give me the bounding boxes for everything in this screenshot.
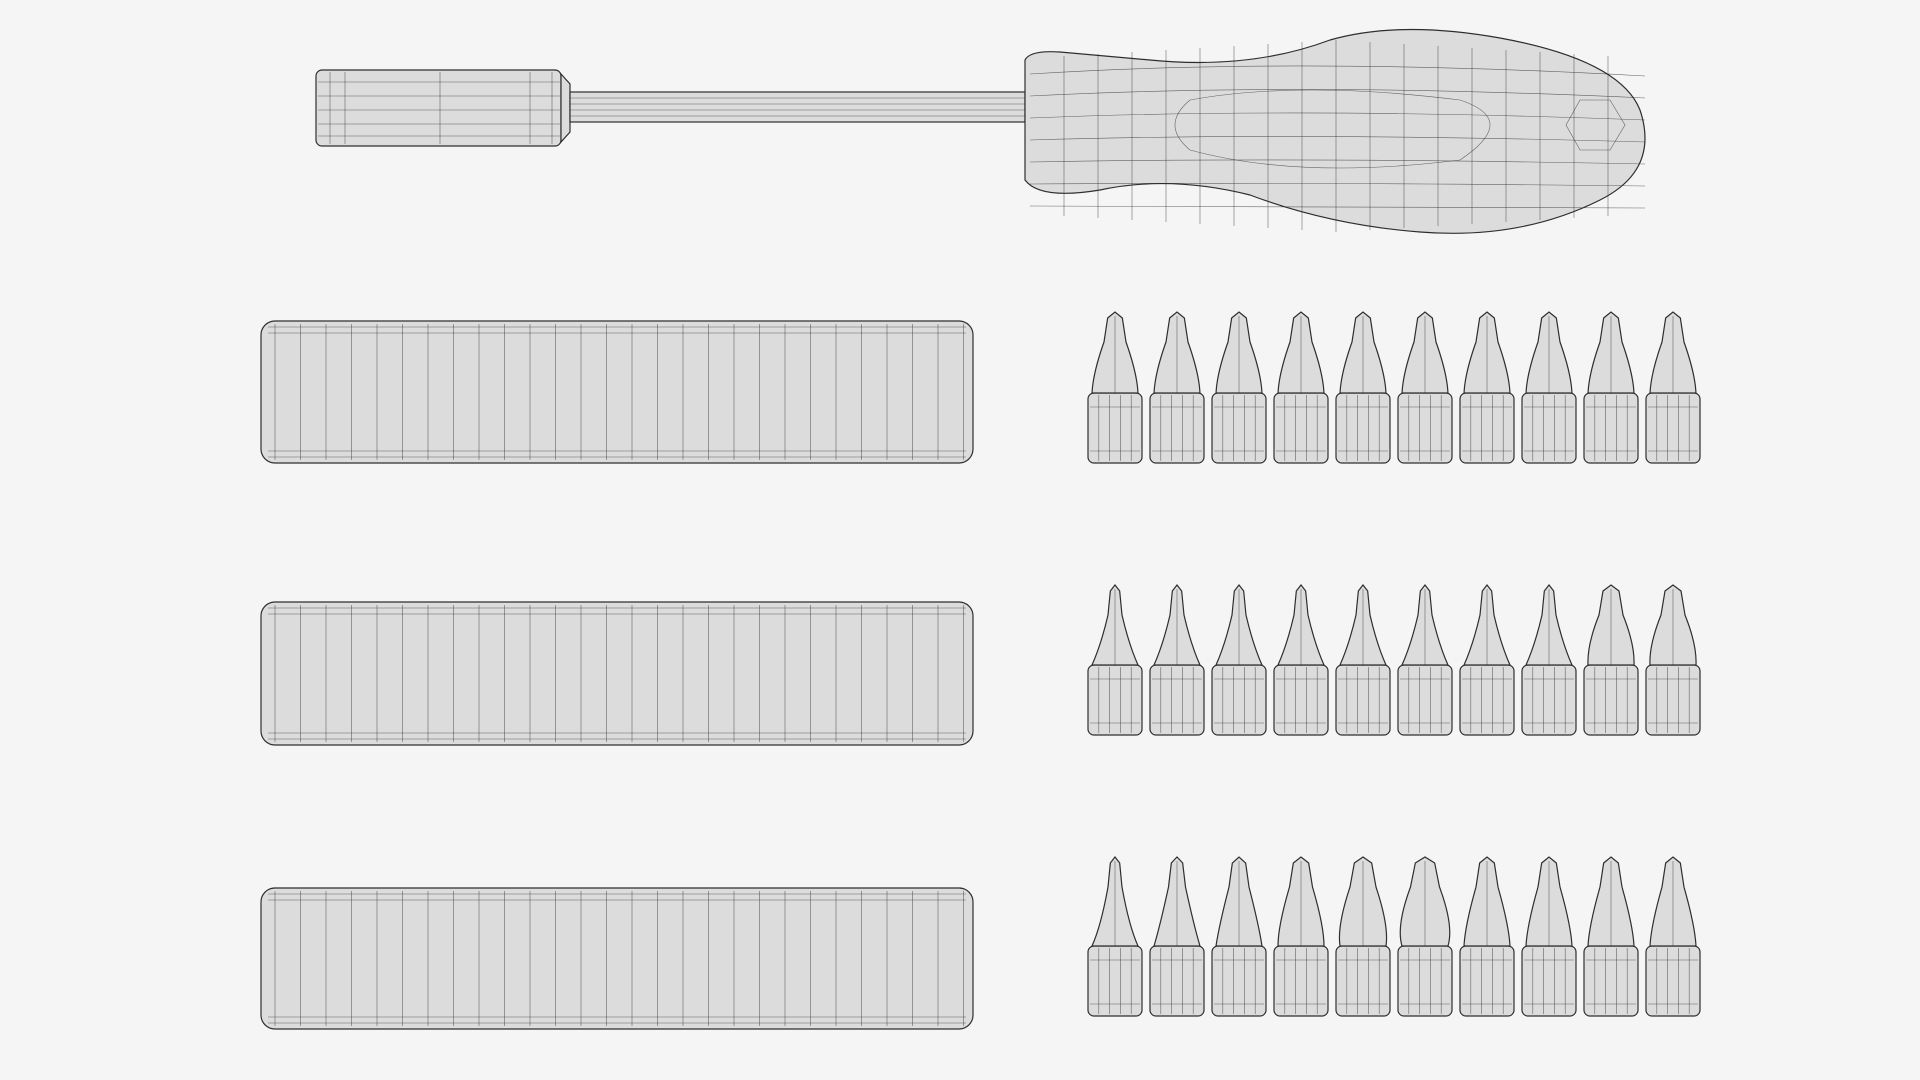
bit-set (1087, 311, 1701, 1017)
bit-holder-icon (260, 601, 974, 746)
screwdriver-bit-icon (1645, 311, 1701, 464)
screwdriver-bit-icon (1335, 584, 1391, 736)
screwdriver-bit-icon (1087, 584, 1143, 736)
screwdriver-bit-icon (1149, 311, 1205, 464)
shaft (569, 91, 1026, 123)
screwdriver-bit-icon (1583, 311, 1639, 464)
screwdriver-bit-icon (1335, 311, 1391, 464)
screwdriver-bit-icon (1273, 856, 1329, 1017)
screwdriver-bit-icon (1521, 584, 1577, 736)
screwdriver-bit-icon (1273, 584, 1329, 736)
bit-holder-icon (260, 320, 974, 464)
screwdriver-bit-icon (1459, 584, 1515, 736)
screwdriver-bit-icon (1397, 856, 1453, 1017)
screwdriver-bit-icon (1211, 311, 1267, 464)
handle (1024, 28, 1646, 234)
screwdriver-bit-icon (1211, 856, 1267, 1017)
screwdriver-bit-icon (1583, 584, 1639, 736)
screwdriver-bit-icon (1149, 584, 1205, 736)
bit-holder-icon (260, 887, 974, 1030)
hex-cap (1565, 99, 1626, 151)
socket-end (315, 69, 562, 147)
screwdriver-bit-icon (1583, 856, 1639, 1017)
socket-collar (560, 72, 571, 144)
screwdriver-bit-icon (1459, 856, 1515, 1017)
screwdriver-bit-icon (1645, 584, 1701, 736)
screwdriver-bit-icon (1149, 856, 1205, 1017)
screwdriver-bit-icon (1645, 856, 1701, 1017)
bit-holders (260, 320, 974, 1030)
grip-inset (1174, 89, 1491, 169)
screwdriver-bit-icon (1273, 311, 1329, 464)
screwdriver-bit-icon (1521, 311, 1577, 464)
screwdriver-bit-icon (1087, 856, 1143, 1017)
screwdriver-icon (315, 28, 1646, 234)
screwdriver-bit-icon (1397, 584, 1453, 736)
screwdriver-bit-icon (1459, 311, 1515, 464)
screwdriver-bit-icon (1335, 856, 1391, 1017)
screwdriver-bit-icon (1087, 311, 1143, 464)
screwdriver-bit-icon (1397, 311, 1453, 464)
screwdriver-bit-icon (1211, 584, 1267, 736)
screwdriver-bit-icon (1521, 856, 1577, 1017)
